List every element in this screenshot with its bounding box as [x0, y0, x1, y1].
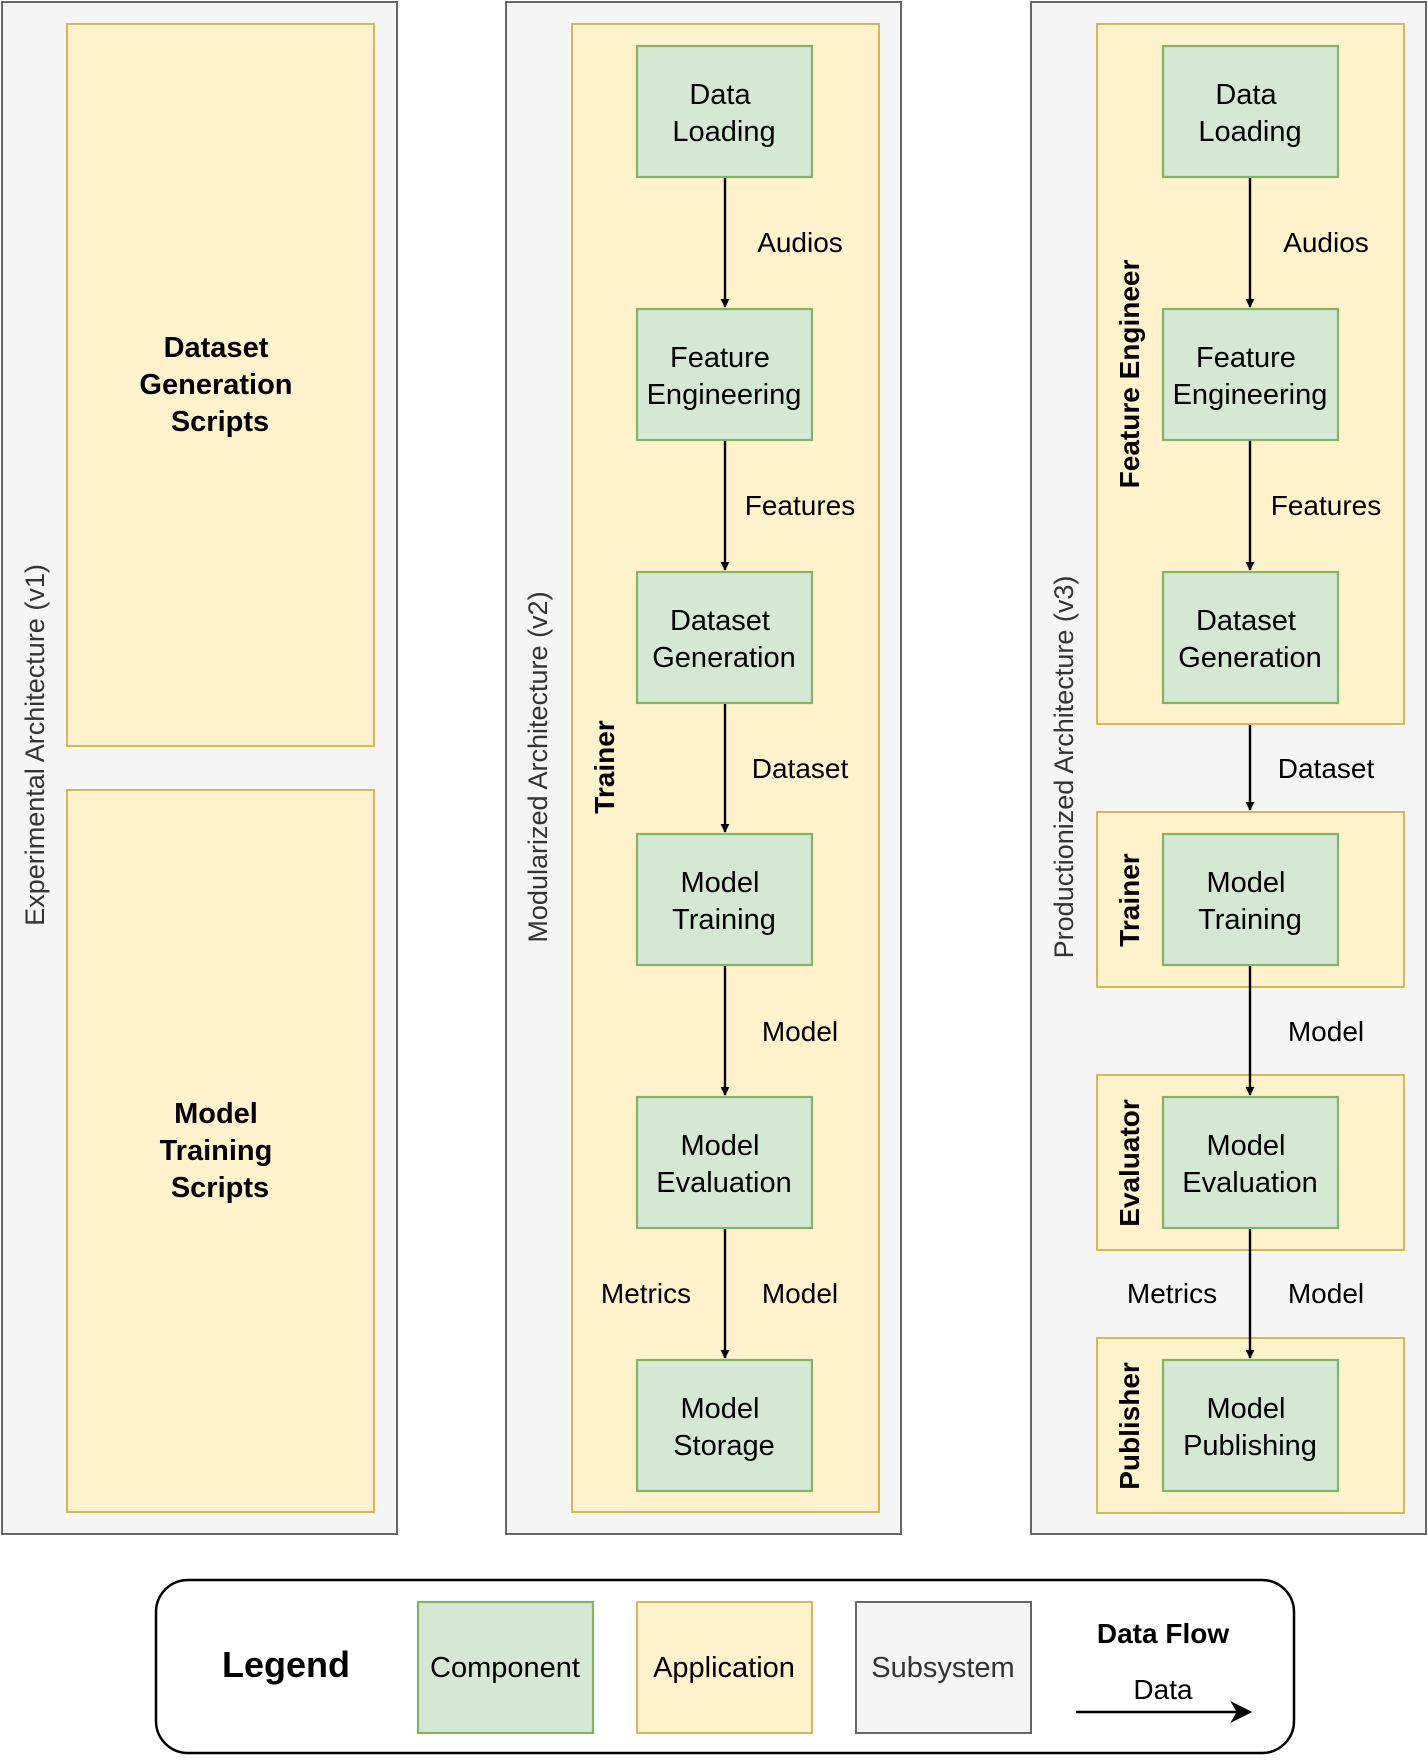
subsystem-v1-title: Experimental Architecture (v1): [20, 564, 50, 926]
svg-text:Feature Engineering: Feature Engineering: [1173, 342, 1328, 411]
v3-edge-metrics-label: Metrics: [1127, 1278, 1217, 1309]
v2-dataset-generation-line-2: Generation: [652, 642, 796, 674]
v3-feature-engineering-line-1: Feature: [1196, 342, 1296, 374]
v3-edge-features-label: Features: [1271, 490, 1382, 521]
app-publisher-label: Publisher: [1114, 1362, 1145, 1490]
v2-model-training-line-2: Training: [672, 904, 776, 936]
subsystem-v2-title: Modularized Architecture (v2): [523, 591, 553, 942]
svg-text:Data Loading: Data Loading: [1198, 79, 1301, 148]
svg-text:Dataset Generation: Dataset Generation: [1178, 605, 1322, 674]
v2-model-training-line-1: Model: [680, 867, 759, 899]
svg-text:Dataset Generation: Dataset Generation Scripts: [139, 332, 300, 438]
v3-feature-engineering-line-2: Engineering: [1173, 379, 1328, 411]
app-model-training-scripts: Model Training Scripts: [66, 789, 375, 1513]
v3-edge-dataset-label: Dataset: [1278, 753, 1375, 784]
v2-data-loading: Data Loading: [635, 44, 814, 179]
v2-edge-metrics-label: Metrics: [601, 1278, 691, 1309]
v3-dataset-generation: Dataset Generation: [1161, 570, 1340, 705]
legend-component: Component: [416, 1600, 595, 1735]
v2-edge-model-2-label: Model: [762, 1278, 838, 1309]
v2-data-loading-line-2: Loading: [672, 116, 775, 148]
v3-model-training: Model Training: [1161, 832, 1340, 967]
v2-edge-dataset-label: Dataset: [752, 753, 849, 784]
subsystem-v3: Productionized Architecture (v3) Feature…: [1030, 1, 1427, 1535]
v2-dataset-generation: Dataset Generation: [635, 570, 814, 705]
v2-feature-engineering: Feature Engineering: [635, 307, 814, 442]
svg-text:Model Training: Model Training: [1198, 867, 1302, 936]
v3-edge-model-label: Model: [1288, 1016, 1364, 1047]
dataset-scripts-line-3: Scripts: [171, 406, 269, 438]
training-scripts-line-1: Model: [174, 1098, 258, 1130]
app-feature-engineer-label: Feature Engineer: [1114, 260, 1145, 489]
app-trainer-v3-label: Trainer: [1114, 853, 1145, 946]
v2-model-evaluation-line-1: Model: [680, 1130, 759, 1162]
training-scripts-line-3: Scripts: [171, 1172, 269, 1204]
v2-edge-features-label: Features: [745, 490, 856, 521]
v2-feature-engineering-line-2: Engineering: [647, 379, 802, 411]
v2-model-training: Model Training: [635, 832, 814, 967]
v3-model-publishing-line-2: Publishing: [1183, 1430, 1317, 1462]
svg-text:Model Evaluation: Model Evaluation: [656, 1130, 791, 1199]
legend-title: Legend: [222, 1644, 350, 1685]
legend-component-label: Component: [430, 1652, 580, 1684]
v2-dataset-generation-line-1: Dataset: [670, 605, 770, 637]
v2-model-evaluation-line-2: Evaluation: [656, 1167, 791, 1199]
v2-edge-audios-label: Audios: [757, 227, 843, 258]
v2-feature-engineering-line-1: Feature: [670, 342, 770, 374]
v2-data-loading-line-1: Data: [689, 79, 751, 111]
v3-dataset-generation-line-1: Dataset: [1196, 605, 1296, 637]
dataset-scripts-line-2: Generation: [139, 369, 292, 401]
v3-model-evaluation: Model Evaluation: [1161, 1095, 1340, 1230]
svg-text:Model Storage: Model Storage: [673, 1393, 775, 1462]
training-scripts-line-2: Training: [160, 1135, 273, 1167]
legend-subsystem: Subsystem: [855, 1601, 1032, 1734]
v3-dataset-generation-line-2: Generation: [1178, 642, 1322, 674]
v3-model-evaluation-line-2: Evaluation: [1182, 1167, 1317, 1199]
v2-model-storage-line-1: Model: [680, 1393, 759, 1425]
v3-model-publishing: Model Publishing: [1161, 1358, 1340, 1493]
v2-edge-model-label: Model: [762, 1016, 838, 1047]
app-trainer-v2-label: Trainer: [589, 720, 620, 813]
subsystem-v2: Modularized Architecture (v2) Trainer Da…: [505, 1, 902, 1535]
svg-text:Model Training: Model Training: [672, 867, 776, 936]
v3-model-publishing-line-1: Model: [1206, 1393, 1285, 1425]
v3-model-evaluation-line-1: Model: [1206, 1130, 1285, 1162]
v3-data-loading-line-1: Data: [1215, 79, 1277, 111]
subsystem-v3-title: Productionized Architecture (v3): [1049, 576, 1079, 959]
app-dataset-generation-scripts: Dataset Generation Scripts: [66, 23, 375, 747]
svg-text:Feature Engineering: Feature Engineering: [647, 342, 802, 411]
subsystem-v1: Experimental Architecture (v1) Dataset G…: [1, 1, 398, 1535]
legend-flow-label: Data: [1133, 1674, 1193, 1705]
svg-text:Model Publishing: Model Publishing: [1183, 1393, 1317, 1462]
legend-flow-title: Data Flow: [1097, 1618, 1229, 1649]
v2-model-storage-line-2: Storage: [673, 1430, 775, 1462]
svg-text:Model Evaluation: Model Evaluation: [1182, 1130, 1317, 1199]
v2-model-storage: Model Storage: [635, 1358, 814, 1493]
legend: Legend Component Application Subsystem D…: [154, 1578, 1296, 1755]
legend-application-label: Application: [653, 1652, 795, 1684]
v3-model-training-line-2: Training: [1198, 904, 1302, 936]
legend-subsystem-label: Subsystem: [871, 1652, 1014, 1684]
legend-application: Application: [636, 1601, 813, 1734]
app-evaluator-label: Evaluator: [1114, 1099, 1145, 1227]
dataset-scripts-line-1: Dataset: [164, 332, 269, 364]
svg-text:Data Loading: Data Loading: [672, 79, 775, 148]
v2-model-evaluation: Model Evaluation: [635, 1095, 814, 1230]
v3-data-loading: Data Loading: [1161, 44, 1340, 179]
legend-data-flow: Data Flow Data: [1076, 1618, 1253, 1723]
svg-text:Model Training: Model Training Scripts: [160, 1098, 281, 1204]
v3-data-loading-line-2: Loading: [1198, 116, 1301, 148]
v3-feature-engineering: Feature Engineering: [1161, 307, 1340, 442]
v3-model-training-line-1: Model: [1206, 867, 1285, 899]
svg-text:Dataset Generation: Dataset Generation: [652, 605, 796, 674]
v3-edge-model-2-label: Model: [1288, 1278, 1364, 1309]
v3-edge-audios-label: Audios: [1283, 227, 1369, 258]
